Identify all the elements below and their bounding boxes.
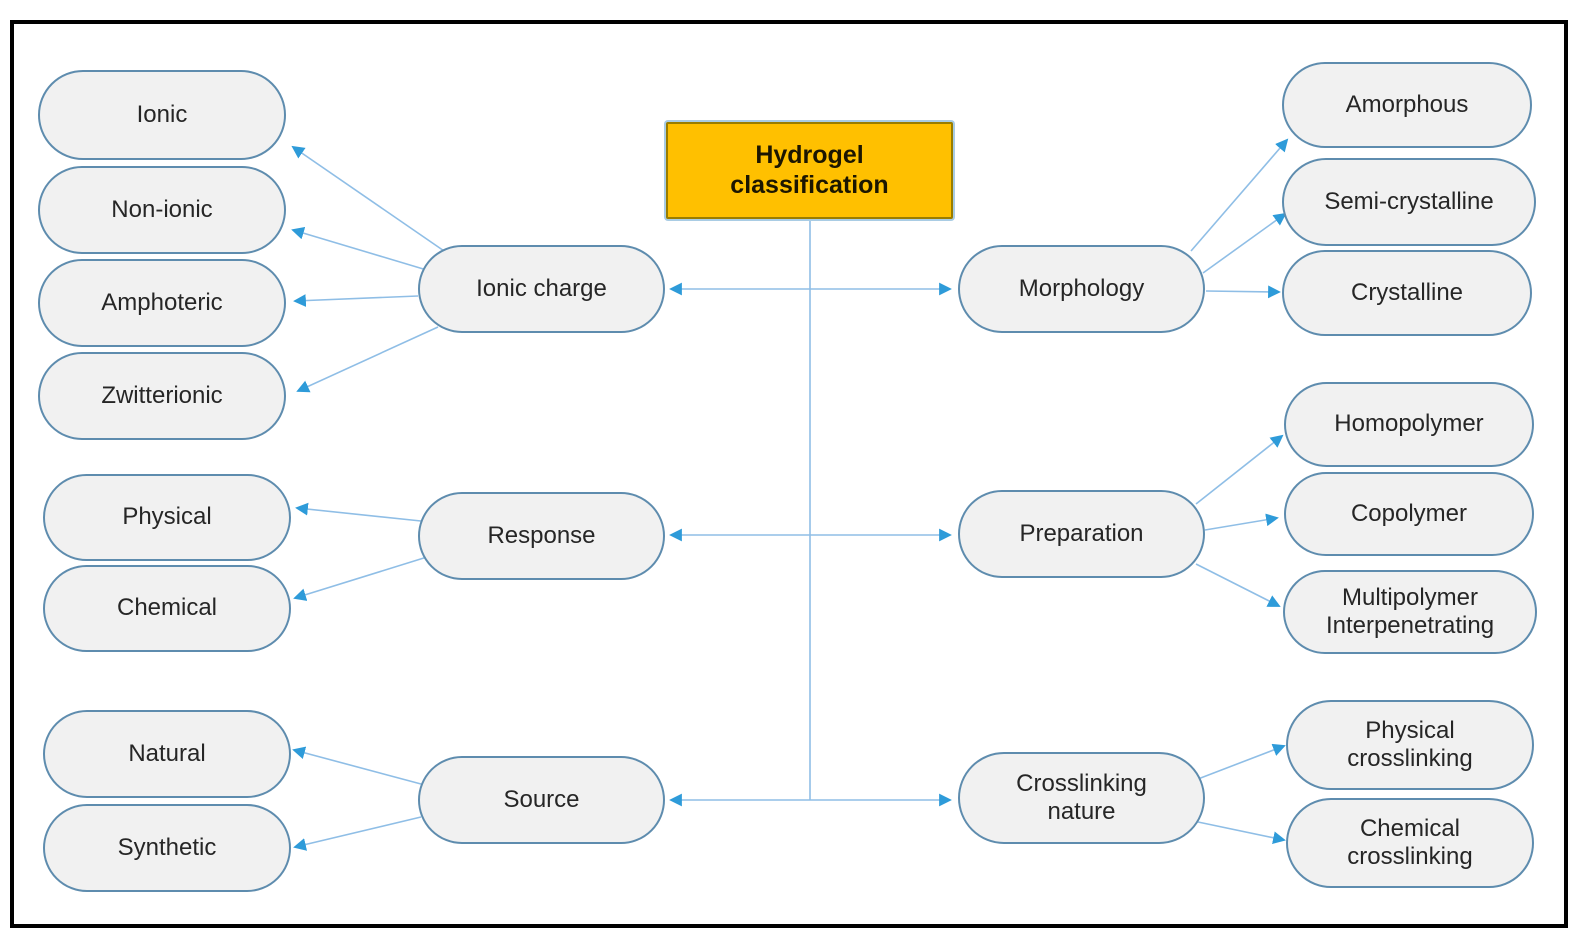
edge-preparation-multipolymer bbox=[1195, 563, 1281, 607]
node-zwitterionic: Zwitterionic bbox=[38, 352, 286, 440]
node-morphology: Morphology bbox=[958, 245, 1205, 333]
node-label: Copolymer bbox=[1350, 499, 1468, 527]
node-label: Physical bbox=[122, 503, 212, 531]
node-label: Source bbox=[503, 785, 580, 813]
node-label: Zwitterionic bbox=[101, 381, 223, 409]
edge-response-chemical bbox=[293, 556, 428, 601]
node-non-ionic: Non-ionic bbox=[38, 166, 286, 254]
node-label: Chemical bbox=[116, 594, 218, 622]
node-crystalline: Crystalline bbox=[1282, 250, 1532, 336]
node-hydrogel-classification: Hydrogel classification bbox=[666, 122, 953, 219]
edge-ionic-charge-zwitterionic bbox=[296, 326, 439, 393]
edge-crosslinking-physical bbox=[1197, 743, 1286, 780]
node-copolymer: Copolymer bbox=[1284, 472, 1534, 556]
node-label: Crosslinking nature bbox=[1016, 769, 1147, 825]
edge-morphology-semi-crystalline bbox=[1202, 212, 1287, 274]
node-label: Chemical crosslinking bbox=[1347, 814, 1473, 870]
node-physical: Physical bbox=[43, 474, 291, 561]
node-label: Hydrogel classification bbox=[730, 141, 889, 199]
node-label: Physical crosslinking bbox=[1347, 716, 1473, 772]
node-label: Natural bbox=[128, 739, 206, 767]
node-label: Ionic bbox=[136, 100, 188, 128]
node-label: Amorphous bbox=[1345, 90, 1469, 118]
node-homopolymer: Homopolymer bbox=[1284, 382, 1534, 467]
node-label: Homopolymer bbox=[1334, 410, 1484, 438]
node-label: Morphology bbox=[1018, 274, 1145, 302]
edge-morphology-crystalline bbox=[1205, 285, 1281, 299]
node-label: Non-ionic bbox=[111, 195, 213, 223]
node-source: Source bbox=[418, 756, 665, 844]
node-response: Response bbox=[418, 492, 665, 580]
node-label: Crystalline bbox=[1350, 278, 1464, 306]
edge-response-physical bbox=[295, 502, 422, 522]
node-label: Amphoteric bbox=[101, 288, 223, 316]
node-ionic: Ionic bbox=[38, 70, 286, 160]
edge-crosslinking-chemical bbox=[1197, 821, 1286, 845]
node-amphoteric: Amphoteric bbox=[38, 259, 286, 347]
node-chemical-crosslinking: Chemical crosslinking bbox=[1286, 798, 1534, 888]
node-physical-crosslinking: Physical crosslinking bbox=[1286, 700, 1534, 790]
node-label: Synthetic bbox=[117, 833, 217, 861]
node-chemical: Chemical bbox=[43, 565, 291, 652]
node-amorphous: Amorphous bbox=[1282, 62, 1532, 148]
edge-source-natural bbox=[292, 746, 422, 785]
node-label: Response bbox=[487, 521, 596, 549]
node-crosslinking-nature: Crosslinking nature bbox=[958, 752, 1205, 844]
node-ionic-charge: Ionic charge bbox=[418, 245, 665, 333]
node-label: Preparation bbox=[1019, 519, 1144, 547]
edge-ionic-charge-non-ionic bbox=[291, 226, 431, 272]
node-synthetic: Synthetic bbox=[43, 804, 291, 892]
edge-preparation-copolymer bbox=[1204, 513, 1279, 531]
node-multipolymer-interpenetrating: Multipolymer Interpenetrating bbox=[1283, 570, 1537, 654]
edge-source-synthetic bbox=[293, 816, 422, 851]
node-semi-crystalline: Semi-crystalline bbox=[1282, 158, 1536, 246]
edge-ionic-charge-ionic bbox=[291, 145, 448, 254]
node-natural: Natural bbox=[43, 710, 291, 798]
edge-preparation-homopolymer bbox=[1195, 434, 1284, 505]
edge-morphology-amorphous bbox=[1190, 138, 1289, 252]
edge-ionic-charge-amphoteric bbox=[293, 294, 419, 307]
node-label: Ionic charge bbox=[476, 274, 607, 302]
node-label: Multipolymer Interpenetrating bbox=[1325, 583, 1495, 639]
node-preparation: Preparation bbox=[958, 490, 1205, 578]
node-label: Semi-crystalline bbox=[1324, 187, 1494, 215]
